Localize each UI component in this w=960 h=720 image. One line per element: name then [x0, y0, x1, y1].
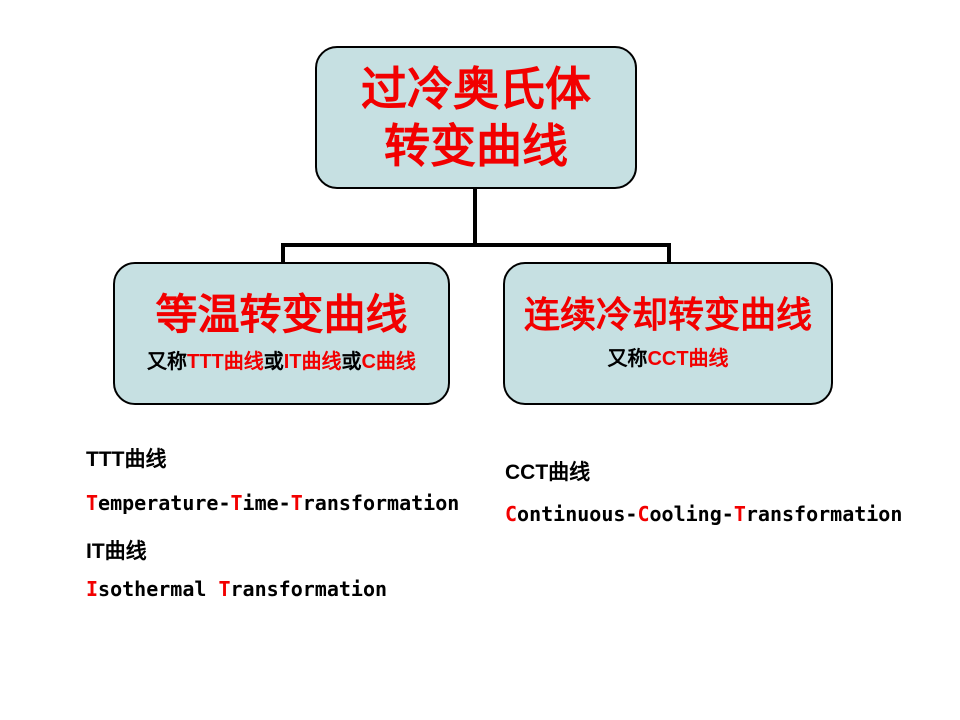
connector-right-drop	[667, 243, 671, 264]
expansion-segment: T	[230, 491, 243, 515]
expansion-segment: C	[637, 502, 650, 526]
expansion-segment: T	[218, 577, 231, 601]
subtitle-segment: 或	[341, 351, 362, 374]
expansion-segment: C	[505, 502, 518, 526]
connector-horizontal	[281, 243, 671, 247]
expansion-segment: ransformation	[302, 491, 460, 515]
expansion-segment: ontinuous-	[517, 502, 638, 526]
subtitle-segment: 又称	[607, 347, 648, 370]
ttt-curve-label: TTT曲线	[86, 448, 167, 471]
cct-expansion: Continuous-Cooling-Transformation	[505, 502, 902, 526]
expansion-segment: ime-	[242, 491, 291, 515]
it-curve-label: IT曲线	[86, 540, 147, 563]
root-title: 过冷奥氏体 转变曲线	[361, 61, 591, 173]
root-title-line1: 过冷奥氏体	[361, 63, 591, 116]
connector-left-drop	[281, 243, 285, 264]
subtitle-segment: IT曲线	[283, 351, 342, 374]
expansion-segment: T	[86, 491, 99, 515]
ttt-expansion: Temperature-Time-Transformation	[86, 491, 459, 515]
isothermal-subtitle: 又称TTT曲线或IT曲线或C曲线	[147, 345, 416, 374]
expansion-segment: T	[290, 491, 303, 515]
expansion-segment: ransformation	[230, 577, 388, 601]
expansion-segment: ooling-	[649, 502, 734, 526]
subtitle-segment: TTT曲线	[187, 351, 264, 374]
expansion-segment: I	[86, 577, 99, 601]
subtitle-segment: 或	[263, 351, 284, 374]
expansion-segment: ransformation	[745, 502, 903, 526]
it-expansion: Isothermal Transformation	[86, 577, 387, 601]
expansion-segment: emperature-	[98, 491, 231, 515]
connector-stem	[473, 188, 477, 247]
node-cct-box: 连续冷却转变曲线 又称CCT曲线	[503, 262, 833, 405]
expansion-segment: sothermal	[98, 577, 219, 601]
cct-title: 连续冷却转变曲线	[523, 294, 812, 336]
isothermal-title: 等温转变曲线	[155, 290, 408, 338]
subtitle-segment: 又称	[147, 351, 188, 374]
root-title-line2: 转变曲线	[384, 119, 568, 172]
node-isothermal-box: 等温转变曲线 又称TTT曲线或IT曲线或C曲线	[113, 262, 450, 405]
expansion-segment: T	[733, 502, 746, 526]
subtitle-segment: CCT曲线	[647, 347, 729, 370]
node-root-box: 过冷奥氏体 转变曲线	[315, 46, 637, 189]
cct-curve-label: CCT曲线	[505, 461, 591, 484]
cct-subtitle: 又称CCT曲线	[607, 342, 728, 371]
subtitle-segment: C曲线	[361, 351, 416, 374]
